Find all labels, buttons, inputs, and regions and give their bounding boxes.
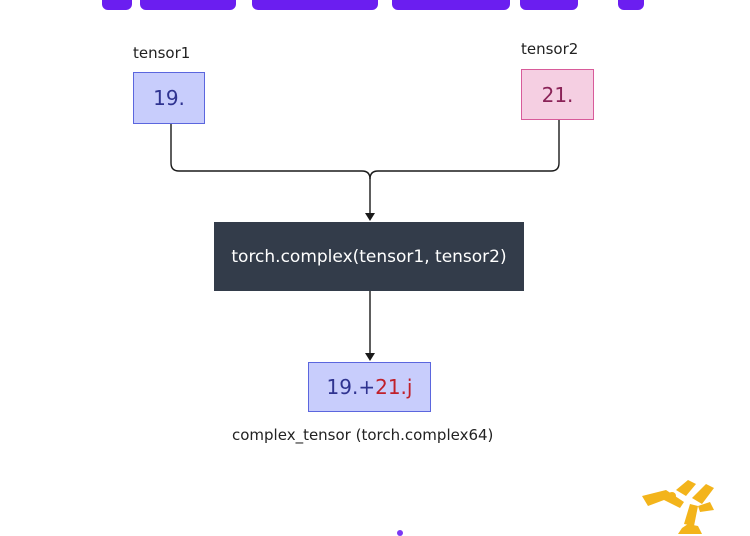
- yellow-figure-logo-icon: [642, 480, 714, 534]
- down-arrowhead-icon: [365, 213, 375, 221]
- tensor1-connector: [170, 124, 371, 214]
- real-part-value: 19.: [326, 375, 359, 399]
- title-glyph: [520, 0, 578, 10]
- tensor2-box: 21.: [521, 69, 594, 120]
- complex-tensor-caption: complex_tensor (torch.complex64): [232, 426, 494, 444]
- tensor1-value: 19.: [153, 86, 185, 110]
- down-arrowhead-icon: [365, 353, 375, 361]
- complex-tensor-box: 19.+21.j: [308, 362, 431, 412]
- title-glyph: [618, 0, 644, 10]
- title-glyph: [140, 0, 236, 10]
- plus-sign: +: [358, 375, 376, 399]
- title-glyph: [392, 0, 510, 10]
- operation-label: torch.complex(tensor1, tensor2): [231, 246, 507, 267]
- tensor2-value: 21.: [541, 82, 574, 107]
- tensor2-connector: [369, 120, 560, 180]
- torch-complex-operation-box: torch.complex(tensor1, tensor2): [214, 222, 524, 291]
- cropped-title: [0, 0, 750, 14]
- tensor2-label: tensor2: [521, 40, 579, 58]
- title-glyph: [252, 0, 378, 10]
- decorative-dot: [397, 530, 403, 536]
- tensor1-box: 19.: [133, 72, 205, 124]
- imaginary-part-value: 21.j: [375, 375, 413, 399]
- title-glyph: [102, 0, 132, 10]
- tensor1-label: tensor1: [133, 44, 191, 62]
